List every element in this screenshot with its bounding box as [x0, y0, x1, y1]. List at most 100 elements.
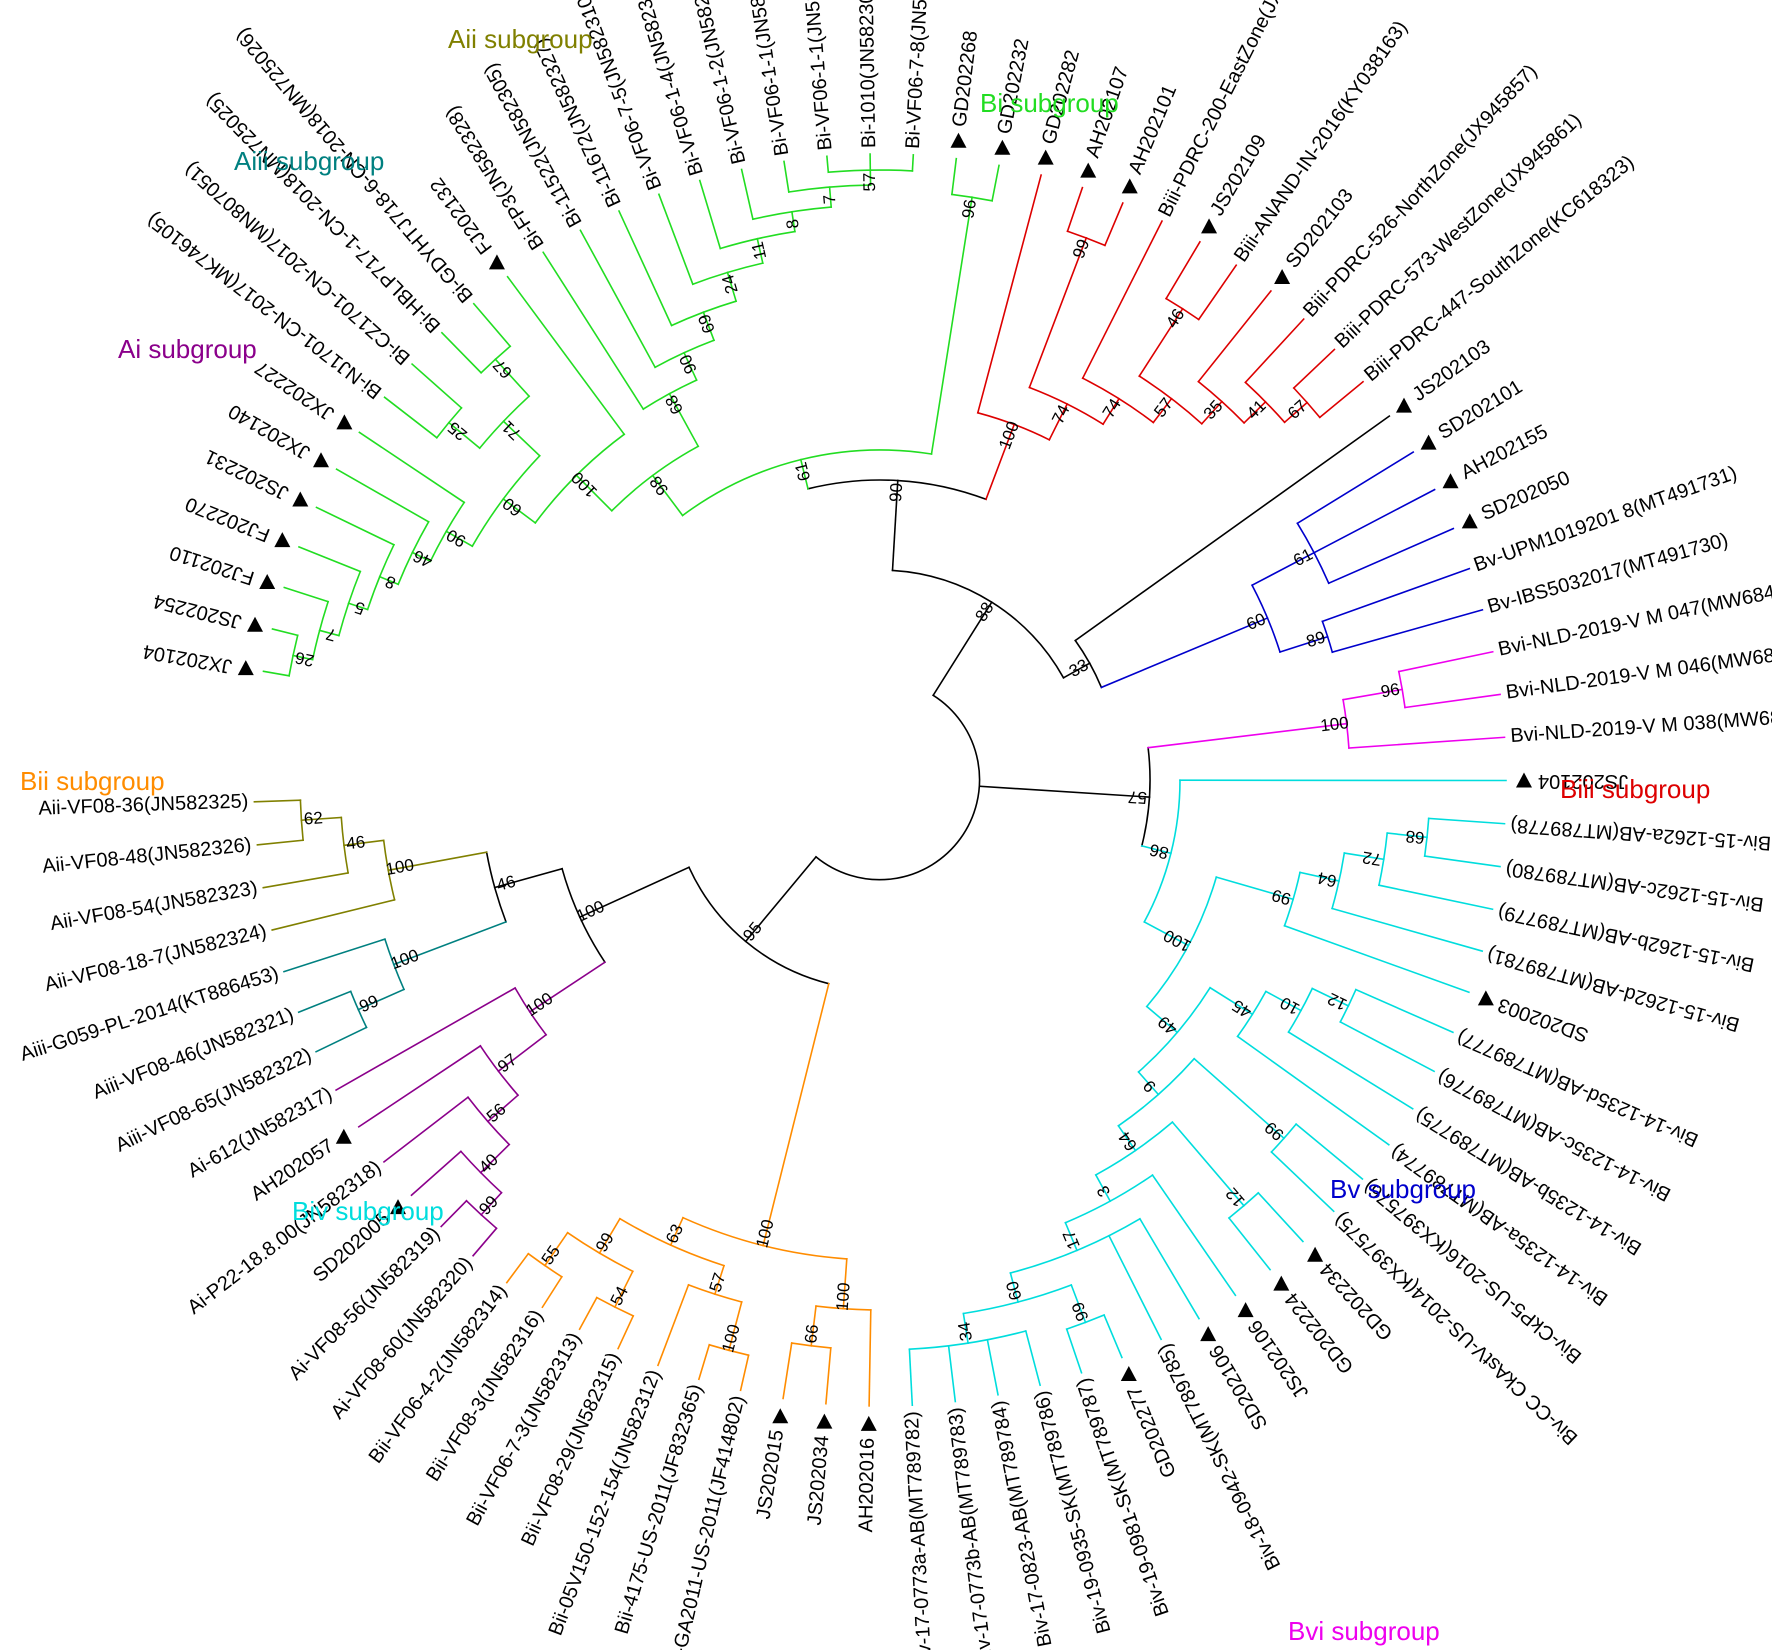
branch-arc — [787, 184, 872, 193]
branch-arc — [687, 866, 830, 985]
leaf-label: Bi-VF06-1-1(JN582306) — [797, 0, 837, 151]
branch-segment — [1283, 924, 1470, 994]
branch-segment — [502, 420, 541, 457]
subgroup-label-bvi: Bvi subgroup — [1288, 1616, 1440, 1646]
branch-segment — [932, 601, 993, 697]
bootstrap-value: 7 — [324, 624, 338, 645]
leaf-label: JS202034 — [804, 1434, 834, 1526]
branch-segment — [297, 990, 352, 1014]
branch-segment — [411, 551, 432, 563]
branch-arc — [485, 851, 508, 923]
leaf-label: JS202104 — [1538, 770, 1628, 792]
filled-triangle-icon — [1395, 397, 1412, 413]
branch-segment — [930, 196, 974, 455]
branch-segment — [347, 602, 369, 611]
branch-segment — [378, 575, 400, 586]
filled-triangle-icon — [1477, 990, 1494, 1006]
branch-segment — [1171, 1120, 1246, 1207]
branch-segment — [1062, 662, 1091, 679]
branch-segment — [505, 1252, 530, 1284]
subgroup-label-aii: Aii subgroup — [448, 24, 593, 54]
branch-segment — [1283, 401, 1309, 424]
leaf-label: Biv-17-0773a-AB(MT789782) — [901, 1411, 937, 1650]
branch-arc — [976, 411, 1051, 441]
subgroup-label-ai: Ai subgroup — [118, 334, 257, 364]
branch-segment — [1378, 884, 1494, 911]
branch-segment — [762, 982, 830, 1247]
bootstrap-value: 100 — [568, 468, 601, 502]
bootstrap-value: 100 — [1319, 713, 1349, 735]
branch-arc — [681, 1216, 848, 1260]
tree-branches — [253, 153, 1507, 1407]
branch-segment — [575, 474, 613, 512]
filled-triangle-icon — [247, 616, 264, 632]
branch-arc — [1140, 746, 1151, 847]
branch-arc — [681, 449, 933, 517]
branch-segment — [782, 1342, 793, 1400]
branch-segment — [1065, 1328, 1083, 1374]
bootstrap-value: 62 — [303, 808, 323, 828]
branch-segment — [1165, 240, 1201, 300]
branch-arc — [807, 479, 988, 501]
filled-triangle-icon — [816, 1413, 833, 1429]
leaf-label: FJ202110 — [167, 541, 257, 589]
leaf-label: AH202016 — [855, 1438, 879, 1533]
branch-segment — [1313, 488, 1436, 554]
branch-segment — [1066, 186, 1084, 233]
branch-arc — [814, 694, 981, 881]
bootstrap-value: 5 — [352, 597, 367, 618]
bootstrap-value: 34 — [954, 1321, 976, 1343]
bootstrap-value: 41 — [1243, 396, 1270, 423]
filled-triangle-icon — [292, 491, 309, 507]
branch-arc — [962, 1283, 1073, 1315]
leaf-label: JS202231 — [202, 445, 293, 504]
branch-segment — [318, 629, 340, 637]
bootstrap-value: 96 — [1379, 680, 1401, 702]
branch-segment — [578, 1296, 598, 1331]
branch-segment — [799, 458, 809, 490]
branch-segment — [683, 351, 698, 382]
branch-segment — [1278, 635, 1329, 654]
branch-segment — [1321, 567, 1471, 623]
bootstrap-value: 46 — [345, 832, 366, 853]
branch-segment — [1024, 1330, 1042, 1387]
leaf-label: Bi-VF06-1-1(JN582307) — [739, 0, 793, 157]
leaf-label: Biv-17-0773b-AB(MT789783) — [944, 1406, 997, 1650]
branch-segment — [1009, 1272, 1020, 1303]
branch-segment — [315, 506, 395, 546]
branch-segment — [578, 866, 691, 919]
branch-segment — [1292, 348, 1336, 390]
branch-segment — [506, 275, 626, 436]
branch-segment — [1208, 986, 1254, 1016]
branch-segment — [315, 1026, 368, 1053]
bootstrap-value: 68 — [1405, 827, 1426, 848]
branch-segment — [978, 785, 1151, 798]
bootstrap-values: 2675846902567716010057781124699068989661… — [293, 173, 1425, 1355]
filled-triangle-icon — [1442, 473, 1459, 489]
branch-segment — [1145, 1005, 1179, 1034]
bootstrap-value: 100 — [995, 419, 1023, 452]
bootstrap-value: 57 — [860, 173, 879, 192]
branch-segment — [1048, 402, 1069, 441]
branch-segment — [300, 816, 343, 822]
bootstrap-value: 60 — [499, 494, 526, 521]
branch-segment — [282, 938, 386, 973]
branch-arc — [1137, 986, 1212, 1074]
branch-arc — [1009, 1217, 1141, 1274]
leaf-label: GD202268 — [949, 29, 983, 128]
filled-triangle-icon — [259, 573, 276, 589]
branch-segment — [739, 1354, 750, 1392]
filled-triangle-icon — [1237, 1302, 1254, 1318]
branch-segment — [486, 1094, 520, 1123]
branch-segment — [810, 1305, 817, 1347]
branch-segment — [1327, 527, 1455, 585]
filled-triangle-icon — [1420, 434, 1437, 450]
bootstrap-value: 64 — [1316, 868, 1339, 891]
branch-segment — [1427, 817, 1506, 825]
branch-segment — [502, 497, 537, 525]
branch-segment — [471, 1227, 498, 1257]
branch-segment — [891, 479, 899, 572]
filled-triangle-icon — [1120, 1365, 1137, 1381]
filled-triangle-icon — [335, 1128, 352, 1144]
